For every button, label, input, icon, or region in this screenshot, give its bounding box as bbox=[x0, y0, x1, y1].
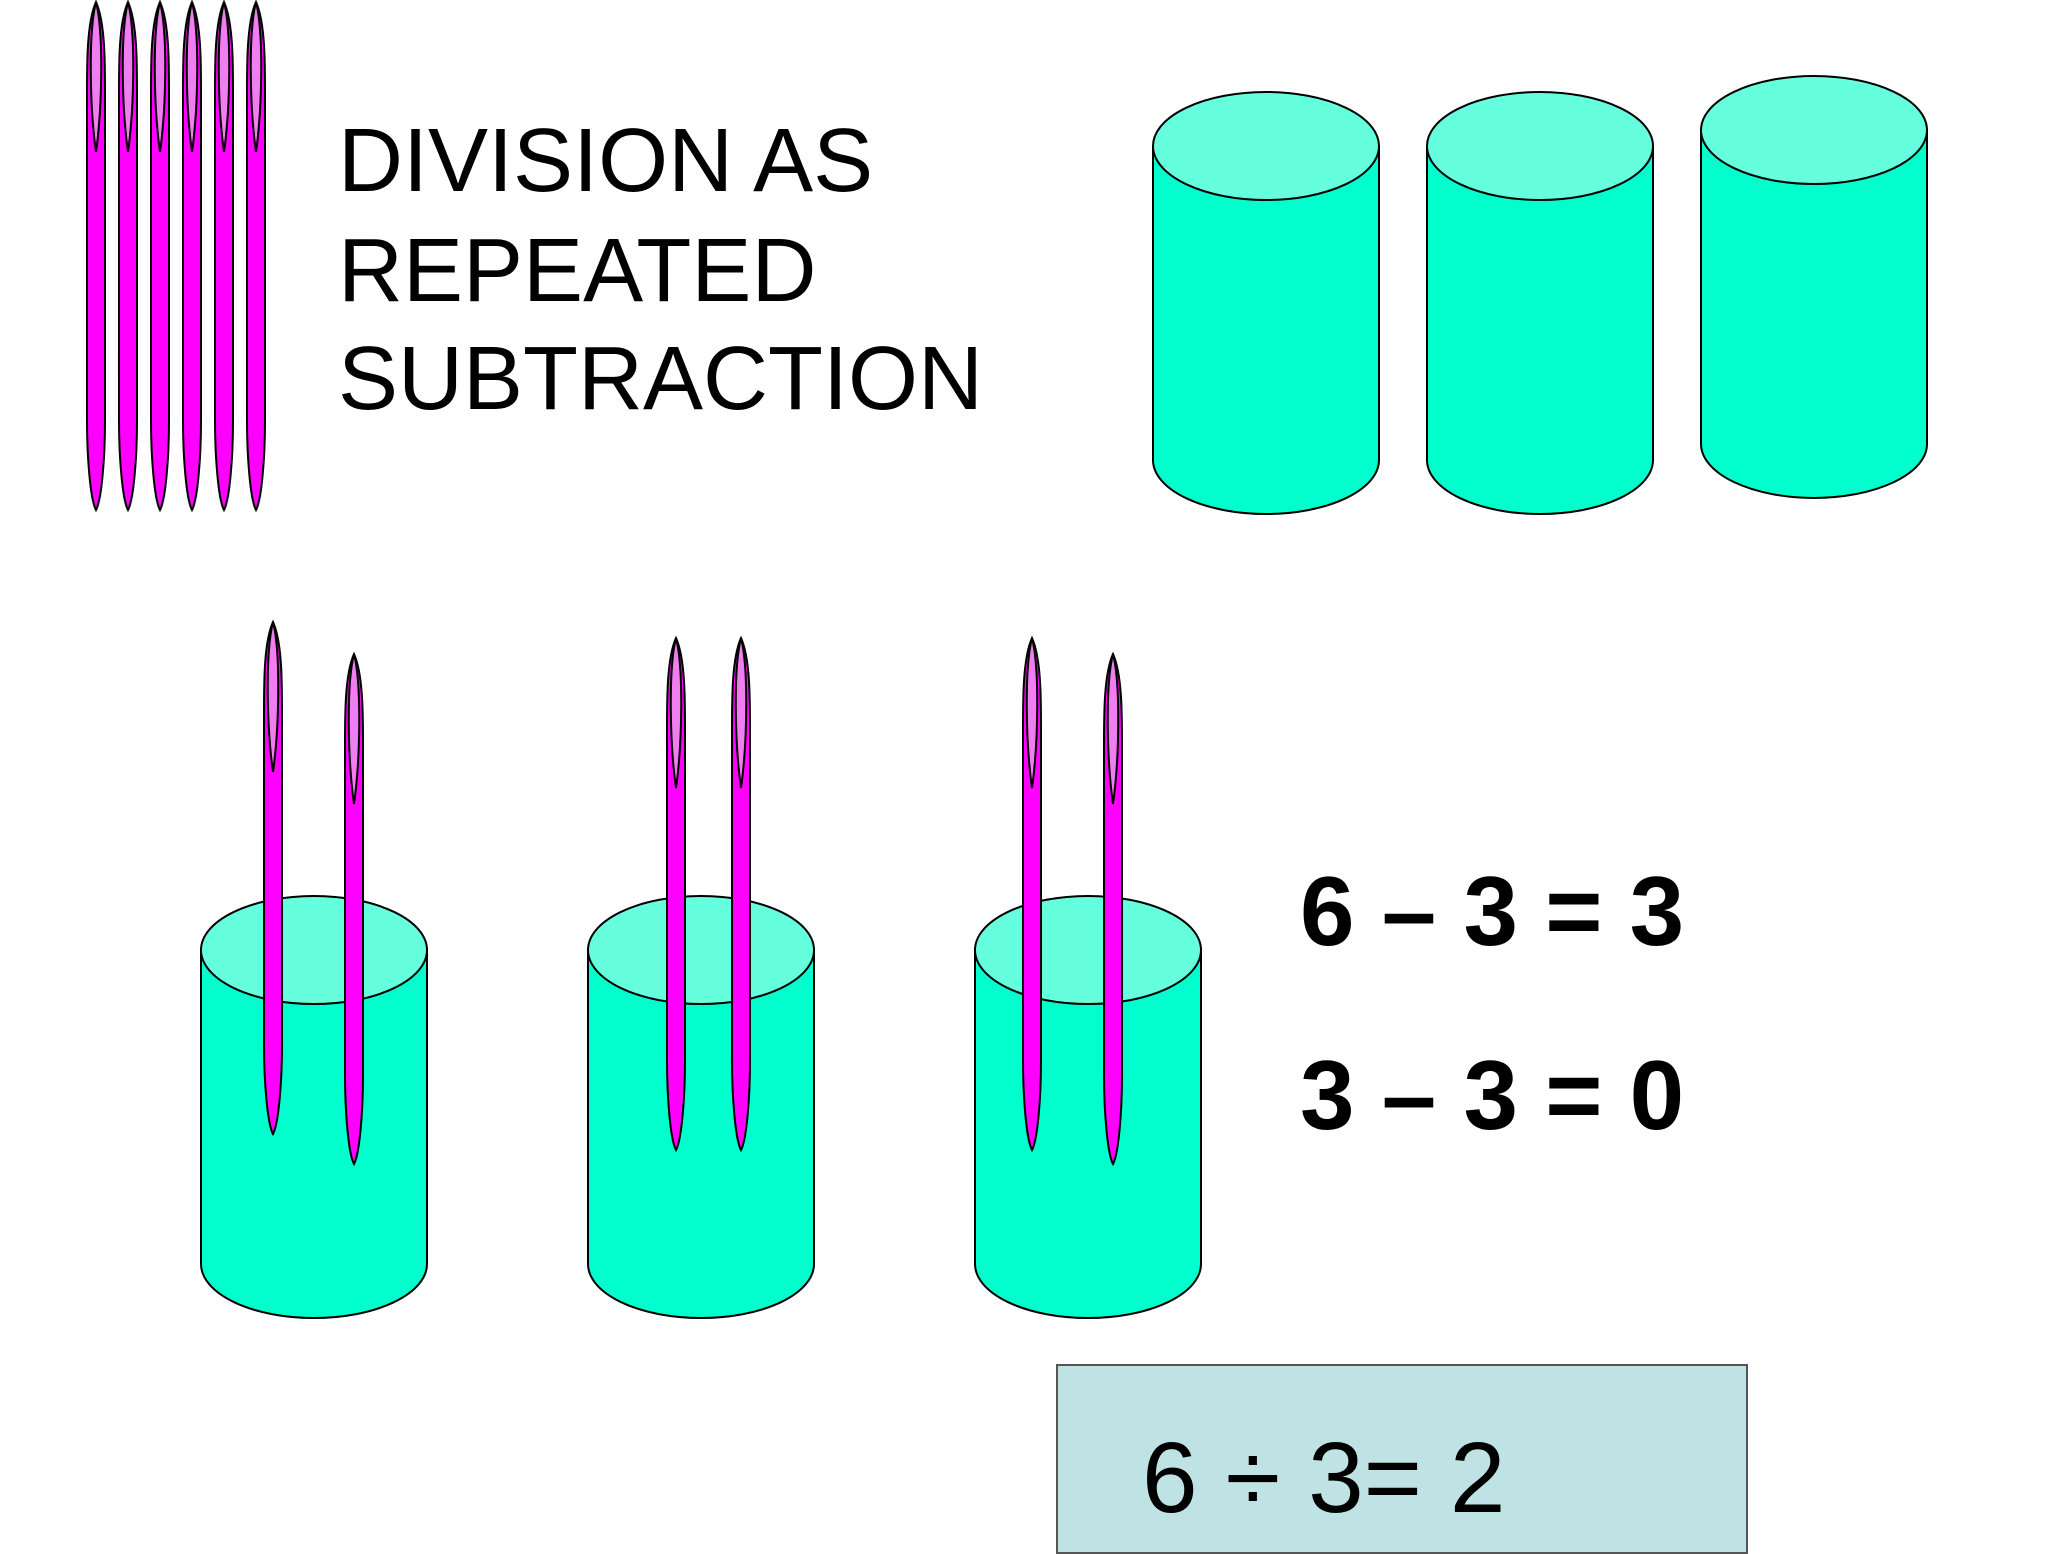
result-box: 6 ÷ 3= 2 bbox=[1056, 1364, 1748, 1554]
stick-icon bbox=[86, 0, 106, 513]
stick-icon bbox=[263, 619, 283, 1137]
title-line-1: DIVISION AS bbox=[338, 111, 874, 211]
cup-icon bbox=[1700, 75, 1928, 499]
stick-icon bbox=[1022, 635, 1042, 1153]
cup-icon bbox=[1426, 91, 1654, 515]
stick-icon bbox=[214, 0, 234, 513]
empty-cups-group bbox=[1152, 75, 1928, 515]
cup-icon bbox=[974, 895, 1202, 1319]
equation-1: 6 – 3 = 3 bbox=[1300, 856, 1685, 966]
stick-icon bbox=[182, 0, 202, 513]
cup-icon bbox=[1152, 91, 1380, 515]
filled-cup bbox=[974, 635, 1202, 1319]
stick-icon bbox=[666, 635, 686, 1153]
stick-icon bbox=[246, 0, 266, 513]
title-line-2: REPEATED bbox=[338, 221, 817, 321]
title-line-3: SUBTRACTION bbox=[338, 329, 984, 429]
equation-2: 3 – 3 = 0 bbox=[1300, 1040, 1685, 1150]
loose-sticks-group bbox=[86, 0, 266, 513]
cup-icon bbox=[200, 895, 428, 1319]
filled-cups-group bbox=[200, 619, 1202, 1319]
filled-cup bbox=[200, 619, 428, 1319]
stick-icon bbox=[731, 635, 751, 1153]
cup-icon bbox=[587, 895, 815, 1319]
stick-icon bbox=[150, 0, 170, 513]
result-equation: 6 ÷ 3= 2 bbox=[1142, 1422, 1506, 1534]
filled-cup bbox=[587, 635, 815, 1319]
stick-icon bbox=[344, 651, 364, 1167]
stick-icon bbox=[1103, 651, 1123, 1167]
stick-icon bbox=[118, 0, 138, 513]
